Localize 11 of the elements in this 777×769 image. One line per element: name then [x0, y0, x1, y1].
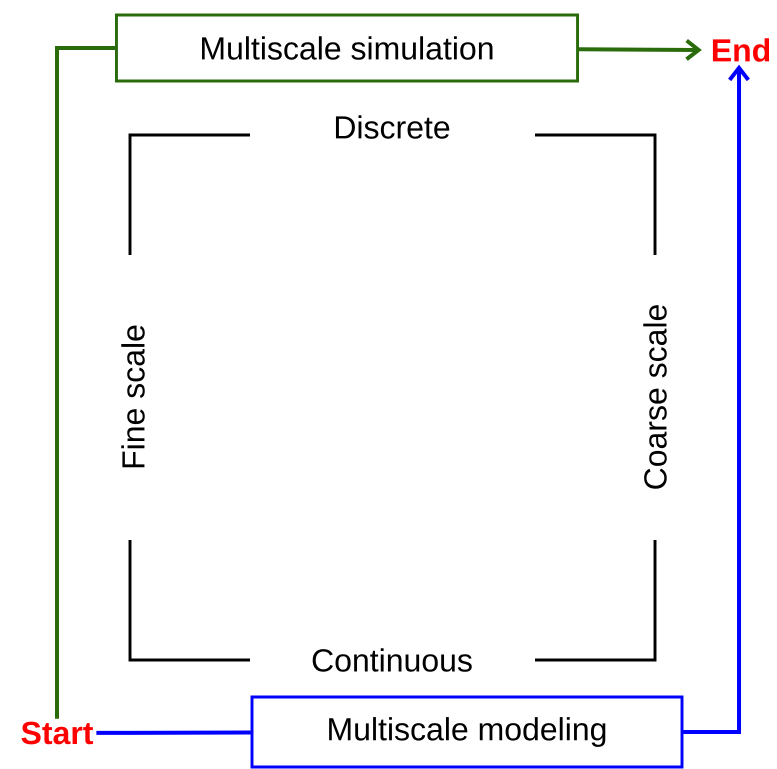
- connector: [55, 46, 115, 719]
- axis-label: Fine scale: [121, 326, 145, 468]
- connector: [683, 64, 750, 734]
- axis-label: Discrete: [336, 115, 450, 139]
- terminal-label: End: [712, 38, 770, 62]
- process-box: Multiscale modeling: [250, 696, 684, 768]
- connector: [579, 39, 702, 61]
- connector: [96, 730, 251, 735]
- axis-label: Coarse scale: [643, 305, 667, 489]
- process-box: Multiscale simulation: [115, 14, 580, 82]
- terminal-label: Start: [21, 722, 94, 744]
